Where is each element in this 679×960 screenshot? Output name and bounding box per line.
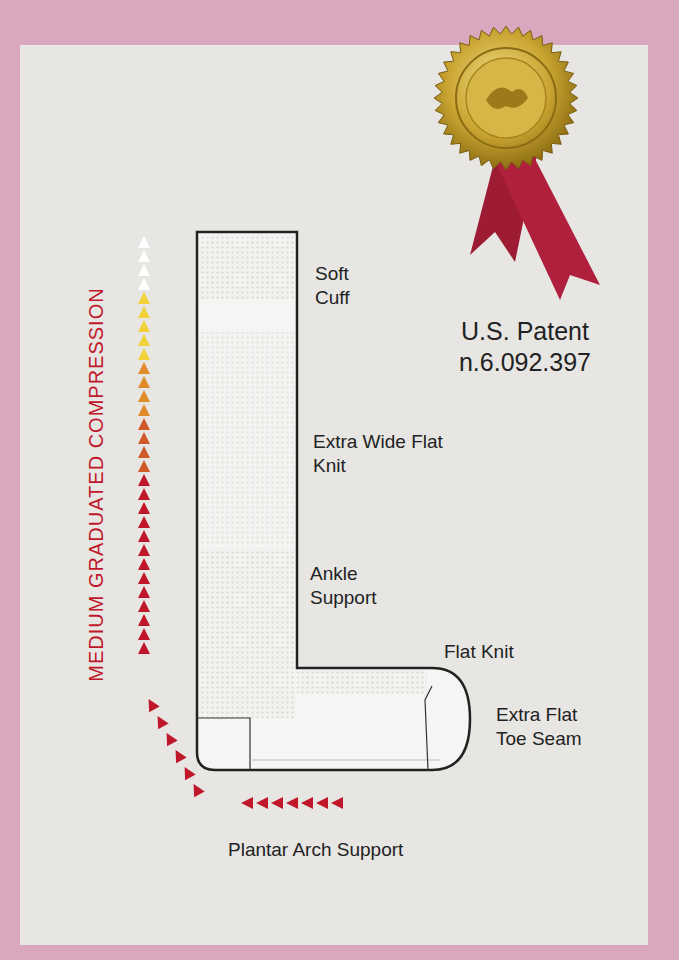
arrow-head [316, 797, 328, 809]
arrow-head [149, 699, 160, 712]
seal-ring [456, 48, 556, 148]
part-label: Soft Cuff [315, 262, 375, 310]
arrow-head [138, 250, 150, 262]
card [20, 45, 648, 945]
arrow-head [286, 797, 298, 809]
arrow-head [138, 320, 150, 332]
arrow-head [138, 390, 150, 402]
part-label: Extra Flat Toe Seam [496, 703, 582, 751]
part-label: Extra Wide Flat Knit [313, 430, 443, 478]
seal-emblem [486, 88, 528, 109]
arrow-head [167, 733, 178, 746]
arrow-head [138, 530, 150, 542]
arrow-head [138, 614, 150, 626]
arrow-head [138, 502, 150, 514]
patent-number: U.S. Patent n.6.092.397 [425, 316, 625, 379]
arrow-head [138, 460, 150, 472]
seal-edge [434, 26, 578, 170]
arrow-head [138, 446, 150, 458]
arrow-head [138, 278, 150, 290]
seal-center [466, 58, 546, 138]
gold-seal [434, 26, 578, 170]
sock-outline [197, 232, 470, 770]
arrow-head [138, 642, 150, 654]
arrow-head [138, 432, 150, 444]
arrow-head [138, 516, 150, 528]
arrow-head [138, 628, 150, 640]
arrow-head [331, 797, 343, 809]
arrow-head [138, 362, 150, 374]
arrow-head [138, 586, 150, 598]
arrow-head [138, 236, 150, 248]
part-label: Ankle Support [310, 562, 405, 610]
arrow-head [138, 488, 150, 500]
arrow-head [138, 474, 150, 486]
arrow-head [194, 784, 205, 797]
arrow-head [256, 797, 268, 809]
arrow-head [241, 797, 253, 809]
compression-arrows [138, 236, 343, 809]
arrow-head [158, 716, 169, 729]
part-label: Flat Knit [444, 640, 514, 664]
arrow-head [138, 418, 150, 430]
arrow-head [138, 600, 150, 612]
arrow-head [138, 306, 150, 318]
arrow-head [138, 558, 150, 570]
part-label: Plantar Arch Support [228, 838, 403, 862]
arrow-head [301, 797, 313, 809]
arrow-head [138, 264, 150, 276]
arrow-head [138, 292, 150, 304]
vertical-heading: MEDIUM GRADUATED COMPRESSION [84, 287, 109, 681]
arrow-head [176, 750, 187, 763]
arrow-head [185, 767, 196, 780]
arrow-head [138, 544, 150, 556]
arrow-head [138, 404, 150, 416]
arrow-head [138, 348, 150, 360]
arrow-head [271, 797, 283, 809]
arrow-head [138, 572, 150, 584]
arrow-head [138, 334, 150, 346]
arrow-head [138, 376, 150, 388]
